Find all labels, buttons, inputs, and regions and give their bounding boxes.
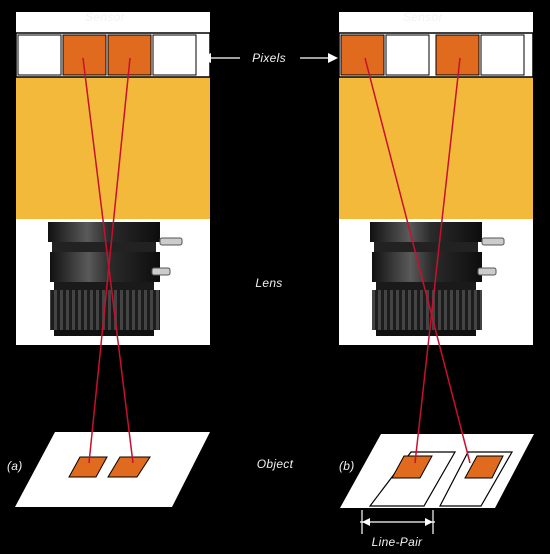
lens-screw-icon [151,267,171,276]
arrow-left-icon [201,53,211,63]
camera-b [338,32,534,336]
object-bar-b2 [464,455,504,479]
pixel-a1 [17,34,62,76]
panel-label-b: (b) [339,459,355,473]
camera-body-a [16,77,210,219]
rays-b [364,57,471,464]
pixel-b1 [340,34,385,76]
object-plane-b [340,434,534,508]
lens-screw-icon [481,237,505,246]
pixel-b2 [385,34,430,76]
arrow-left-icon [362,518,370,526]
panel-label-a: (a) [7,459,23,473]
pixels-label: Pixels [252,51,286,65]
object-bar-a2 [107,456,151,478]
object-bar-b1 [391,455,433,479]
lens-screw-icon [477,267,497,276]
sensor-label-right: Sensor [403,10,444,24]
rays-a [82,57,134,464]
arrow-right-icon [328,53,338,63]
line-pair-label: Line-Pair [372,535,423,549]
pixel-b4 [480,34,525,76]
camera-body-b [339,77,533,219]
line-pair-dimension [360,510,435,534]
lens-screw-icon [159,237,183,246]
sensor-label-left: Sensor [85,10,126,24]
pixel-a4 [152,34,197,76]
object-bar-a1 [68,456,108,478]
lens-b [370,222,505,336]
line-pair-bars [368,451,514,507]
arrow-right-icon [425,518,433,526]
object-label: Object [257,457,294,471]
pixel-row-a [17,34,197,76]
pixel-b3 [435,34,480,76]
lens-label: Lens [255,276,282,290]
